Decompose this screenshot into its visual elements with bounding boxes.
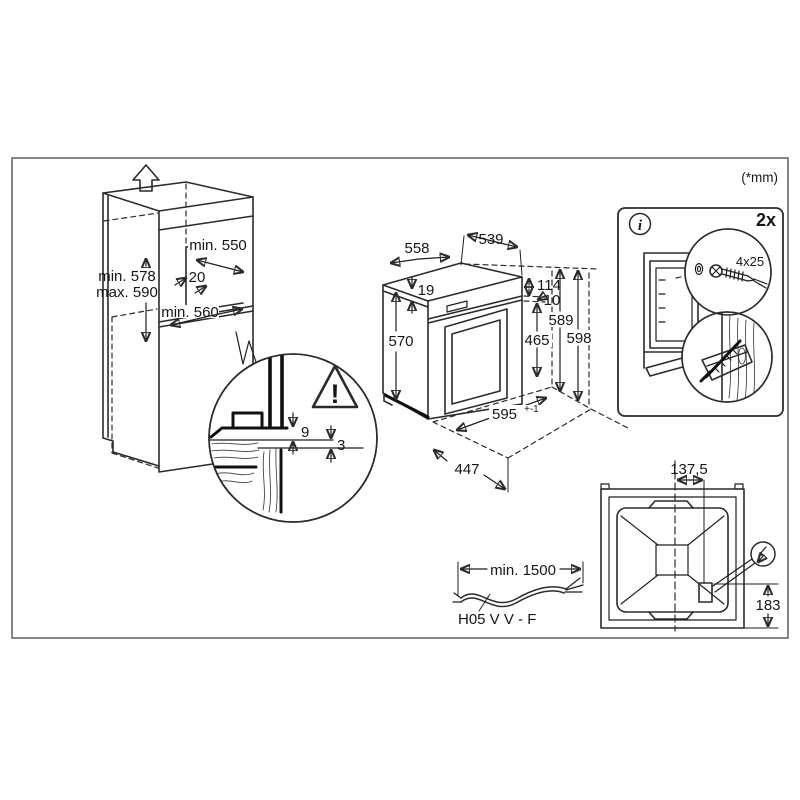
gap-3-label: 3 [337, 437, 345, 454]
base-depth-label: 447 [454, 461, 479, 478]
lightning-bolt-icon [750, 541, 776, 567]
front-height-label: 589 [548, 312, 573, 329]
screw-size-label: 4x25 [736, 254, 764, 269]
rear-connection-diagram: 137,5 183 [600, 460, 781, 632]
top-gap-label: 19 [418, 282, 435, 299]
oven-dimensions-diagram: 558 539 19 570 114 10 465 589 [382, 231, 629, 493]
panel-height-label: 114 [537, 277, 561, 294]
cable-length-label: min. 1500 [490, 562, 556, 579]
depth-top-label: 539 [478, 231, 503, 248]
screw-in-wood-detail [699, 312, 756, 401]
diagram-frame [11, 157, 789, 639]
up-arrow-icon [132, 164, 160, 192]
cable-type-label: H05 V V - F [458, 611, 536, 628]
connection-height-label: 183 [755, 597, 780, 614]
quantity-label: 2x [756, 210, 776, 230]
info-icon: i [628, 212, 652, 236]
depth-total-label: 558 [404, 240, 429, 257]
gap-10-label: 10 [544, 292, 561, 309]
warning-triangle-icon: ! [311, 364, 359, 409]
niche-height-min-label: min. 578 [98, 268, 156, 285]
niche-depth-label: min. 550 [189, 237, 247, 254]
units-note: (*mm) [741, 170, 778, 185]
total-height-label: 598 [566, 330, 591, 347]
floor-detail-circle: ! 9 3 [208, 353, 378, 523]
niche-height-max-label: max. 590 [96, 284, 158, 301]
screw-icon [694, 263, 768, 289]
connection-offset-label: 137,5 [670, 461, 708, 478]
warning-exclamation: ! [331, 379, 340, 409]
cable-icon [452, 577, 584, 608]
screws-info-box: i 2x 4x25 [617, 207, 784, 417]
door-height-label: 465 [524, 332, 549, 349]
niche-width-595-label: 595 [492, 406, 517, 423]
niche-width-label: min. 560 [161, 304, 219, 321]
step-9-label: 9 [301, 424, 309, 441]
niche-width-tolerance: +-1 [524, 404, 539, 415]
power-cable-diagram: min. 1500 H05 V V - F [452, 561, 584, 628]
info-glyph: i [638, 218, 643, 234]
clearance-label: 20 [189, 269, 206, 286]
body-height-label: 570 [388, 333, 413, 350]
